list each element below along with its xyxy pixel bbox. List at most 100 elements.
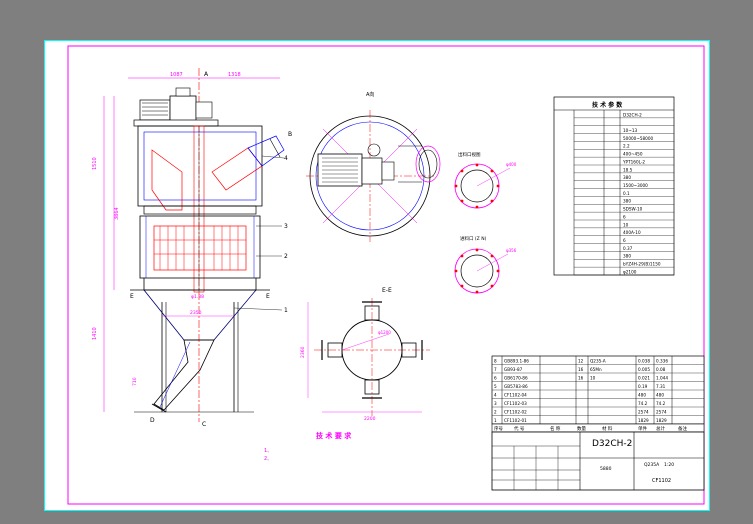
bom-cell: GB5783-86 [504, 384, 528, 389]
bom-cell: 10 [590, 376, 596, 381]
section-ee: E-E φ1200 2200 2360 [300, 287, 430, 422]
inlet-flange [415, 145, 441, 183]
bom-cell: 2 [494, 410, 497, 415]
bom-h-name: 名 称 [550, 425, 561, 432]
bom-h-code: 代 号 [514, 425, 525, 432]
bom-cell: 0.19 [638, 384, 648, 389]
bom-cell: 3 [494, 401, 497, 406]
tech-params-rows: D32CH-210~1350000~580002.2400~450YPT160L… [574, 112, 674, 276]
tech-param-value: 400A-10 [623, 230, 641, 235]
bom-h-total: 总计 [656, 425, 665, 432]
tech-param-value: φ2100 [623, 269, 637, 274]
bom-cell: 1829 [638, 418, 649, 423]
inner-border [67, 45, 705, 505]
title-model: D32CH-2 [592, 439, 632, 449]
label-b: B [288, 131, 292, 138]
view-a: A向 [306, 91, 441, 242]
view-a-label: A向 [366, 91, 374, 98]
tech-param-value: 50000~58000 [623, 136, 653, 141]
bom-cell: 74.2 [638, 401, 648, 406]
bom-cell: GB93-87 [504, 367, 523, 372]
dim-flange-2: φ356 [506, 248, 517, 253]
dim-left-top: 1510 [92, 157, 98, 170]
note-line-2: 2、 [264, 456, 272, 462]
dim-top-left: 1087 [170, 72, 183, 78]
bom-cell: 0.336 [656, 359, 668, 364]
title-block: D32CH-2 Q235A 1:20 5880 CF1102 [491, 431, 705, 491]
bom-cell: 6 [494, 376, 497, 381]
bom-cell: 0.005 [638, 367, 650, 372]
label-e-left: E [130, 293, 134, 300]
gearbox [169, 95, 197, 123]
tech-param-value: 2.2 [623, 144, 630, 149]
notes-title: 技 术 要 求 [316, 431, 352, 440]
bom-cell: 7 [494, 367, 497, 372]
tech-params-title: 技 术 参 数 [592, 101, 623, 109]
section-ee-label: E-E [382, 287, 392, 294]
outlet-view-label: 出料口视图 [458, 151, 481, 158]
bom-cell: GB6170-86 [504, 376, 528, 381]
part-num-4: 4 [284, 155, 288, 162]
bom-cell: 2574 [638, 410, 649, 415]
bom-cell: GB893.1-86 [504, 359, 529, 364]
bom-cell: 1829 [656, 418, 667, 423]
tech-notes: 技 术 要 求 1、 2、 [264, 431, 352, 462]
bom-cell: 65Mn [590, 367, 602, 372]
bom-cell: Q235-A [590, 359, 606, 364]
dim-shaft-dia: φ1.38 [191, 294, 204, 300]
tech-params-table: 技 术 参 数 D32CH-210~1350000~580002.2400~45… [553, 96, 675, 276]
part-num-3: 3 [284, 223, 288, 230]
label-d: D [150, 417, 155, 424]
bom-cell: 12 [578, 359, 584, 364]
tech-param-value: 380 [623, 175, 631, 180]
bom-cell: 0.021 [638, 376, 650, 381]
tech-param-value: 18.5 [623, 167, 633, 172]
tech-param-value: 0.1 [623, 191, 630, 196]
tech-param-value: YPT160L-2 [622, 159, 645, 164]
tech-param-value: 10~13 [623, 128, 638, 133]
title-scale: 1:20 [664, 462, 674, 468]
inlet-view-label: 进料口 (Z N) [460, 235, 487, 242]
inner-chute-right [211, 147, 263, 191]
bom-cell: CF1102-02 [504, 410, 527, 415]
bom-cell: CF1102-03 [504, 401, 527, 406]
dim-bottom-width: 2350 [190, 310, 202, 316]
tech-param-value: 380 [623, 254, 631, 259]
title-material: Q235A [644, 462, 660, 468]
tech-param-value: 6 [623, 214, 626, 219]
rotor-cage [139, 215, 261, 279]
bom-cell: CF1102-04 [504, 393, 527, 398]
dim-left-low: 1410 [92, 327, 98, 340]
dim-ee-height: 2360 [300, 346, 306, 358]
drawing-canvas: 1087 1318 A 1510 3864 1410 B [44, 40, 710, 511]
bom-h-mat: 材 料 [602, 425, 613, 432]
bom-h-qty: 数量 [577, 425, 586, 432]
label-a: A [204, 71, 209, 78]
bom-cell: 1.044 [656, 376, 668, 381]
bom-cell: 7.31 [656, 384, 666, 389]
outlet-chute [153, 339, 215, 411]
middle-band [143, 205, 257, 215]
label-c: C [202, 421, 206, 428]
bom-cell: CF1102-01 [504, 418, 527, 423]
bom-cell: 0.08 [656, 367, 666, 372]
bom-h-note: 备注 [678, 425, 687, 432]
note-line-1: 1、 [264, 448, 272, 454]
bom-h-no: 序号 [494, 425, 503, 432]
title-weight: 5880 [600, 466, 612, 472]
flange-views: 出料口视图 φ400 进料口 (Z N) φ356 [454, 151, 517, 294]
part-num-2: 2 [284, 253, 288, 260]
inner-chute-left [151, 149, 183, 211]
bom-cell: 1 [494, 418, 497, 423]
bom-cell: 74.2 [656, 401, 666, 406]
bom-h-unit: 单件 [638, 425, 647, 432]
dim-ee-dia: φ1200 [378, 330, 391, 335]
bom-cell: 16 [578, 376, 584, 381]
top-plate [133, 119, 219, 127]
tech-param-value: 0.37 [623, 246, 633, 251]
bom-cell: 16 [578, 367, 584, 372]
dim-top-right: 1318 [228, 72, 241, 78]
bom-cell: 2574 [656, 410, 667, 415]
